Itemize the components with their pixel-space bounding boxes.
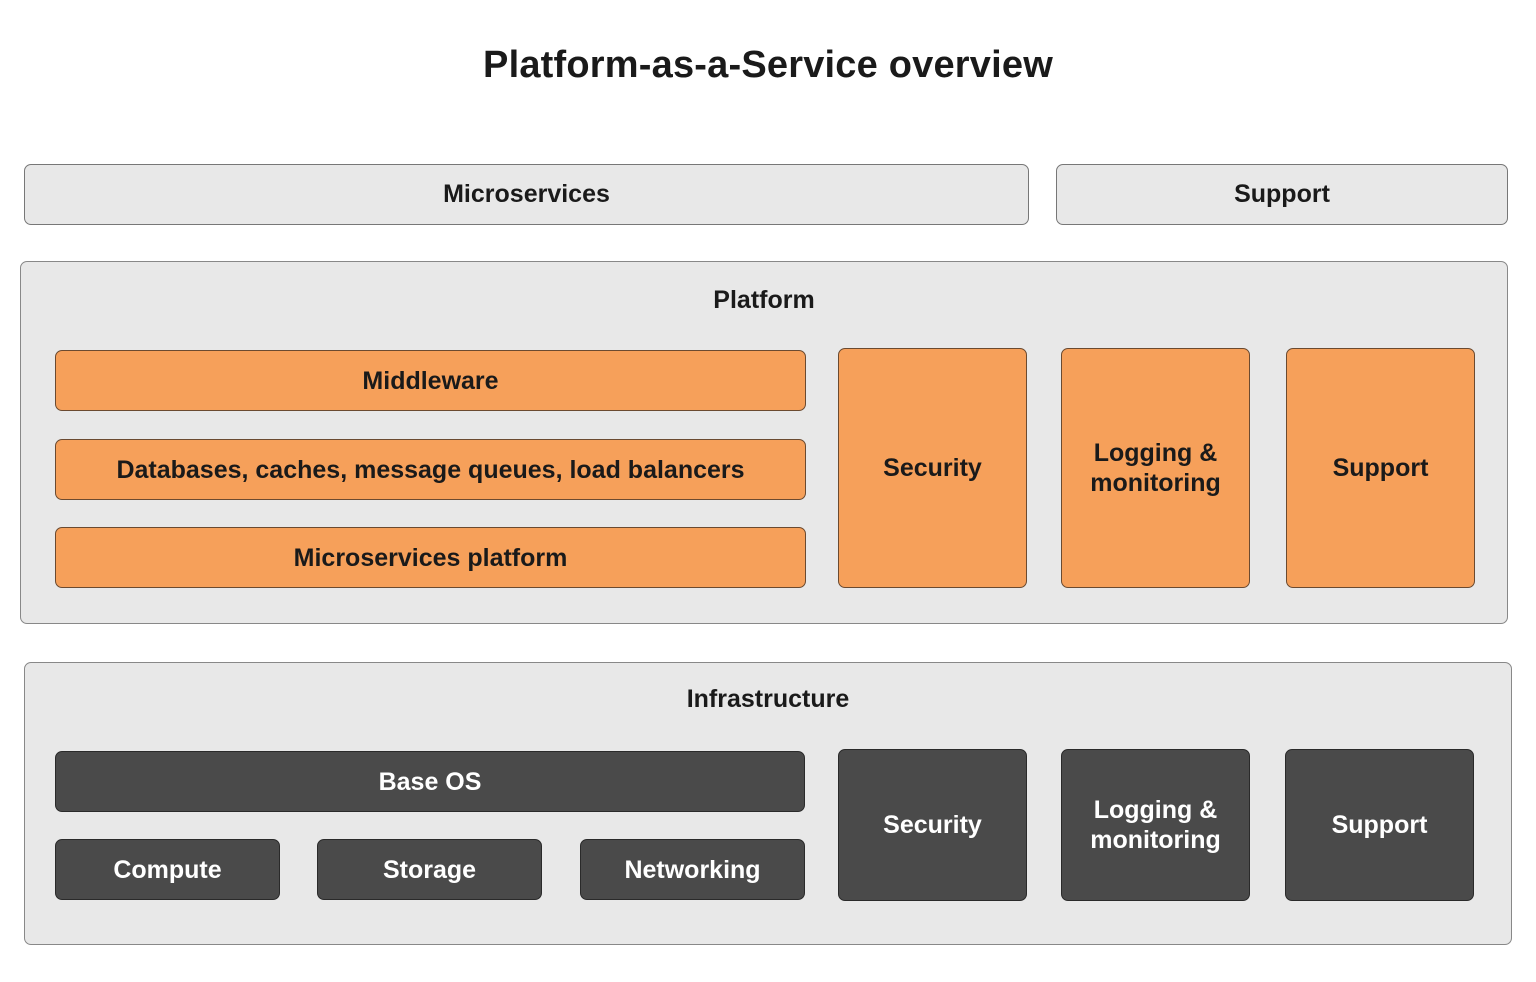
infrastructure-security-box: Security [838, 749, 1027, 901]
infrastructure-label: Infrastructure [686, 685, 850, 713]
support-top-label: Support [1234, 180, 1330, 208]
networking-box: Networking [580, 839, 805, 900]
platform-support-label: Support [1332, 454, 1429, 482]
base-os-label: Base OS [378, 767, 482, 796]
platform-support-box: Support [1286, 348, 1475, 588]
infrastructure-security-label: Security [883, 811, 982, 839]
databases-box: Databases, caches, message queues, load … [55, 439, 806, 500]
infrastructure-support-box: Support [1285, 749, 1474, 901]
platform-security-box: Security [838, 348, 1027, 588]
databases-label: Databases, caches, message queues, load … [116, 455, 745, 484]
networking-label: Networking [624, 855, 761, 884]
storage-box: Storage [317, 839, 542, 900]
platform-logging-box: Logging & monitoring [1061, 348, 1250, 588]
diagram-title: Platform-as-a-Service overview [483, 44, 1053, 86]
microservices-label: Microservices [443, 180, 610, 208]
middleware-box: Middleware [55, 350, 806, 411]
infrastructure-logging-box: Logging & monitoring [1061, 749, 1250, 901]
platform-label: Platform [713, 286, 815, 314]
compute-box: Compute [55, 839, 280, 900]
infrastructure-logging-label: Logging & monitoring [1090, 796, 1221, 854]
compute-label: Compute [113, 855, 222, 884]
infrastructure-support-label: Support [1331, 811, 1428, 839]
platform-logging-label: Logging & monitoring [1090, 439, 1221, 497]
support-top-box: Support [1056, 164, 1508, 225]
middleware-label: Middleware [362, 366, 499, 395]
platform-security-label: Security [883, 454, 982, 482]
microservices-box: Microservices [24, 164, 1029, 225]
microservices-platform-box: Microservices platform [55, 527, 806, 588]
microservices-platform-label: Microservices platform [293, 543, 568, 572]
storage-label: Storage [382, 855, 477, 884]
base-os-box: Base OS [55, 751, 805, 812]
